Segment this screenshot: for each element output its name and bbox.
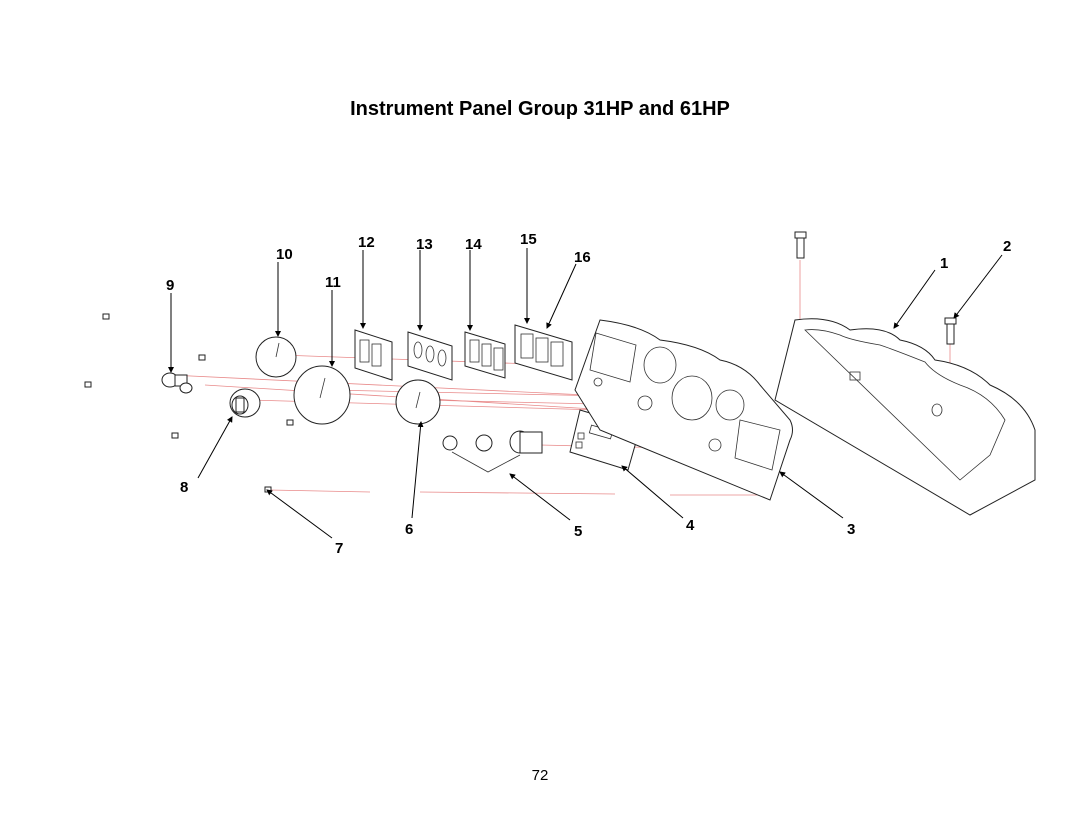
gauge-11-part [293, 365, 351, 425]
callout-10: 10 [276, 246, 293, 263]
gauge-6-part [395, 379, 441, 425]
indicator-socket-part [161, 372, 193, 394]
callout-labels: 1 2 3 4 5 6 7 8 9 10 11 12 13 14 15 16 [166, 231, 1011, 557]
callout-15: 15 [520, 231, 537, 248]
callout-3: 3 [847, 521, 855, 538]
bolt-parts [794, 231, 957, 345]
switch-block-15-16-part [514, 324, 573, 381]
page-title: Instrument Panel Group 31HP and 61HP [350, 98, 730, 120]
callout-6: 6 [405, 521, 413, 538]
callout-4: 4 [686, 517, 695, 534]
gauge-10-part [255, 336, 297, 378]
switch-block-12-part [354, 329, 393, 381]
connector-part [442, 430, 543, 473]
front-panel-part [574, 319, 793, 501]
callout-9: 9 [166, 277, 174, 294]
leader-lines [168, 248, 1003, 539]
switch-block-14-part [464, 331, 506, 379]
switch-block-13-part [407, 331, 453, 381]
callout-11: 11 [325, 274, 341, 291]
callout-13: 13 [416, 236, 433, 253]
callout-16: 16 [574, 249, 591, 266]
callout-14: 14 [465, 236, 482, 253]
page-number: 72 [531, 767, 549, 784]
key-switch-part [229, 388, 261, 418]
console-housing-part [774, 318, 1036, 516]
callout-1: 1 [940, 255, 948, 272]
callout-5: 5 [574, 523, 582, 540]
callout-12: 12 [358, 234, 375, 251]
callout-8: 8 [180, 479, 188, 496]
callout-2: 2 [1003, 238, 1011, 255]
callout-7: 7 [335, 540, 343, 557]
screw-parts [84, 313, 294, 493]
